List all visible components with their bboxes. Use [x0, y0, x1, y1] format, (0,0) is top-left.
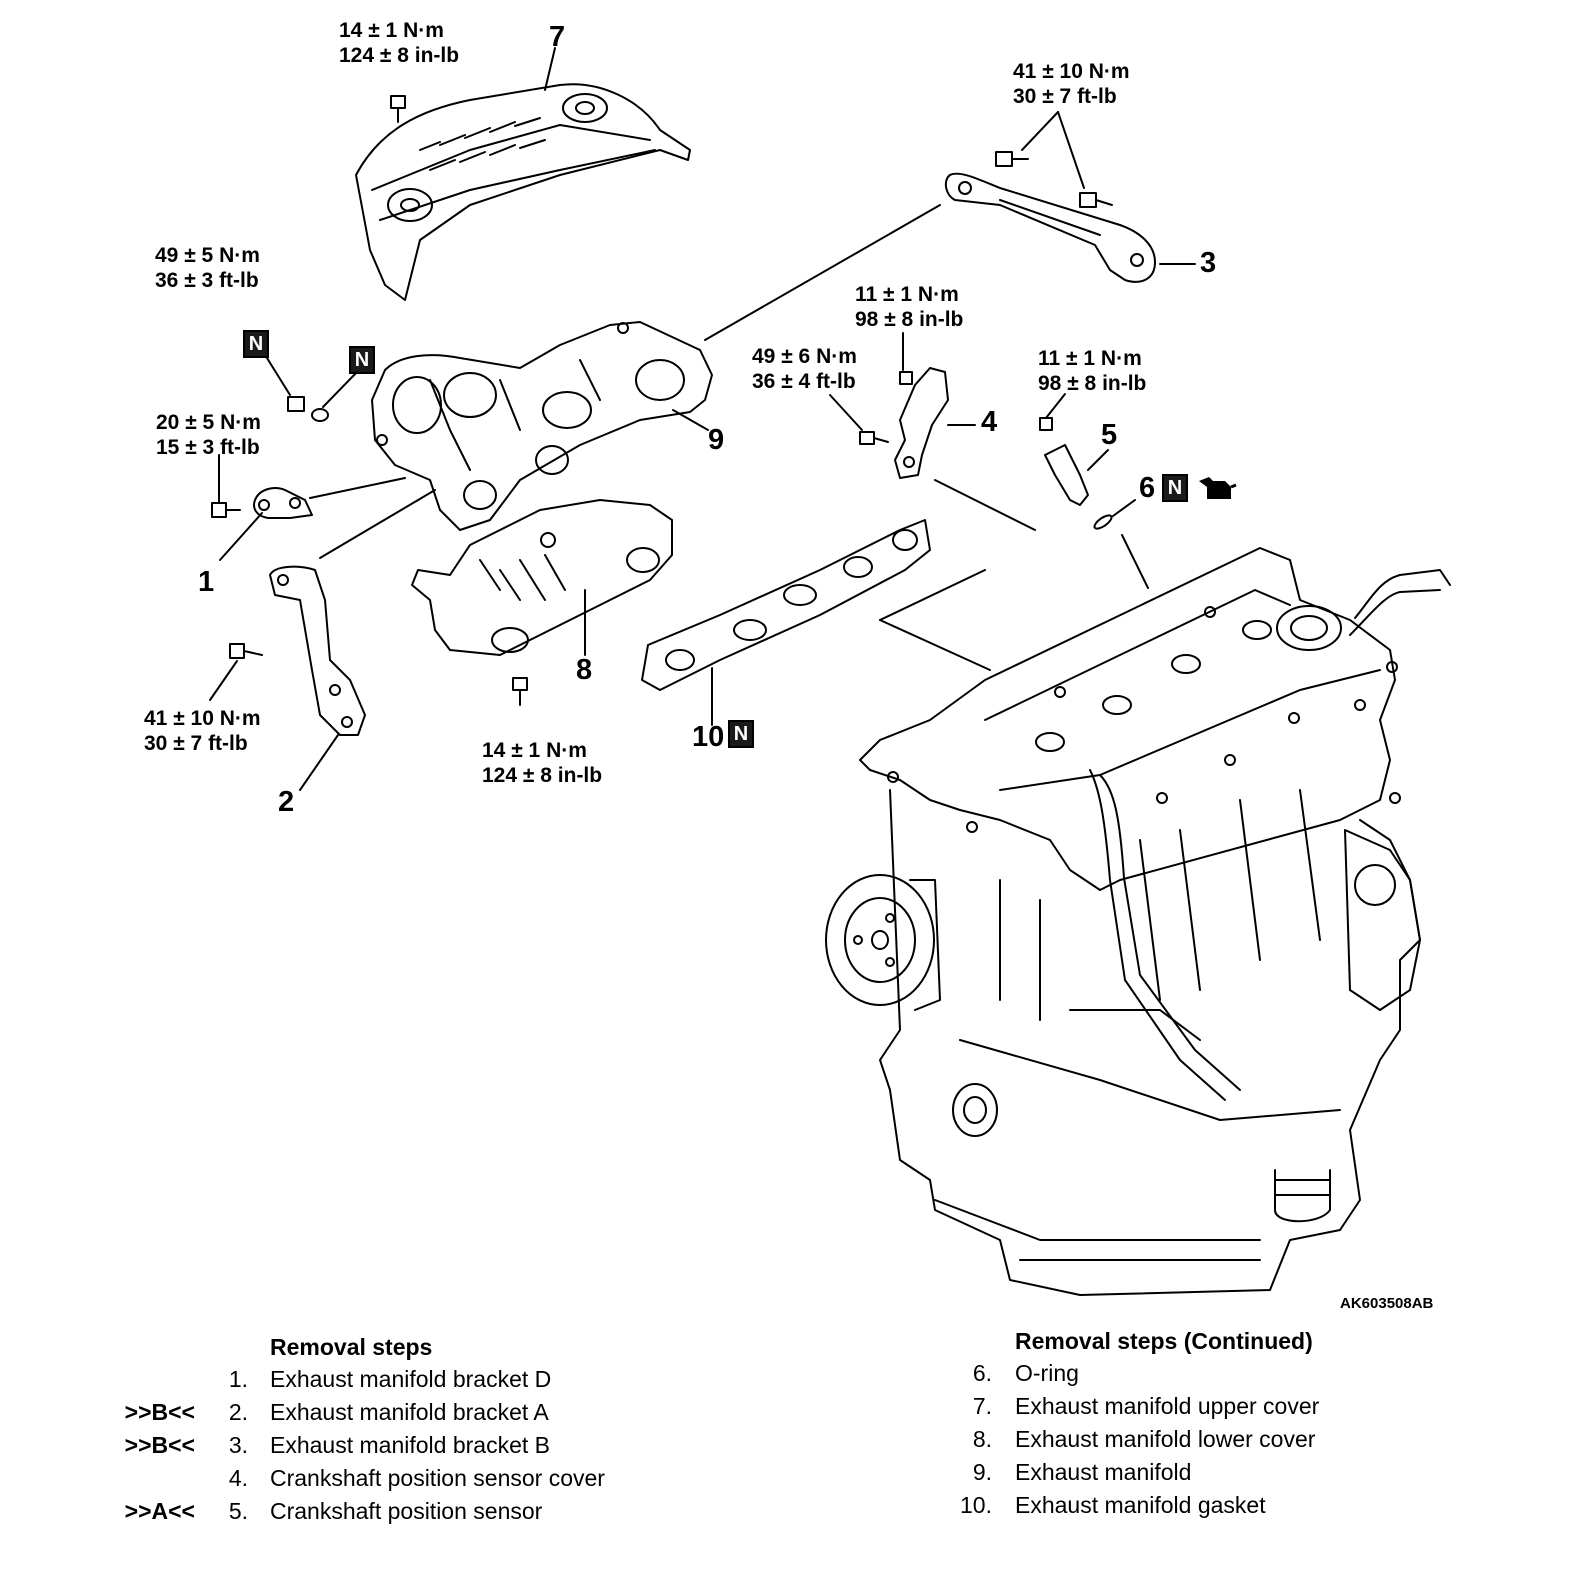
torque-label-sensor-cover-lower: 49 ± 6 N·m 36 ± 4 ft-lb: [752, 344, 857, 394]
exhaust-manifold-gasket: [641, 519, 931, 691]
step-label: Exhaust manifold bracket B: [270, 1432, 550, 1458]
removal-step: 1. Exhaust manifold bracket D: [0, 1363, 700, 1396]
nut-n: [287, 396, 329, 422]
crankshaft-position-sensor-cover: [894, 367, 949, 479]
torque-metric: 41 ± 10 N·m: [144, 707, 261, 730]
torque-label-upper-cover: 14 ± 1 N·m 124 ± 8 in-lb: [339, 18, 459, 68]
step-label: Exhaust manifold lower cover: [1015, 1426, 1316, 1452]
bolt-lower-cover: [512, 677, 528, 706]
step-label: Exhaust manifold: [1015, 1459, 1192, 1485]
n-marker-badge: N: [728, 720, 754, 748]
torque-imperial: 36 ± 4 ft-lb: [752, 370, 856, 393]
exhaust-manifold-bracket-a: [269, 565, 366, 736]
bolt-bracket-a: [229, 643, 263, 659]
step-label: Exhaust manifold bracket D: [270, 1366, 552, 1392]
torque-label-nut-n: 49 ± 5 N·m 36 ± 3 ft-lb: [155, 243, 260, 293]
callout-10: 10: [692, 721, 725, 753]
torque-imperial: 15 ± 3 ft-lb: [156, 436, 260, 459]
removal-step: >>B<< 3. Exhaust manifold bracket B: [0, 1429, 700, 1462]
callout-3: 3: [1200, 247, 1217, 279]
bolt-bracket-d: [211, 502, 241, 518]
step-label: Crankshaft position sensor: [270, 1498, 543, 1524]
step-number: 2.: [228, 1399, 248, 1425]
callout-5: 5: [1101, 419, 1118, 451]
torque-label-bracket-b: 41 ± 10 N·m 30 ± 7 ft-lb: [1013, 59, 1130, 109]
removal-step: 9. Exhaust manifold: [0, 1456, 1584, 1489]
exhaust-manifold-bracket-d: [253, 487, 313, 519]
callout-1: 1: [198, 566, 215, 598]
exhaust-manifold-lower-cover: [411, 499, 673, 656]
step-label: O-ring: [1015, 1360, 1079, 1386]
removal-step: >>B<< 2. Exhaust manifold bracket A: [0, 1396, 700, 1429]
step-number: 8.: [972, 1426, 992, 1452]
torque-imperial: 124 ± 8 in-lb: [482, 764, 603, 787]
torque-metric: 14 ± 1 N·m: [482, 739, 587, 762]
torque-label-bracket-a: 41 ± 10 N·m 30 ± 7 ft-lb: [144, 706, 261, 756]
torque-metric: 20 ± 5 N·m: [156, 411, 261, 434]
n-marker-badge: N: [349, 346, 375, 374]
step-number: 9.: [972, 1459, 992, 1485]
callout-9: 9: [708, 424, 725, 456]
callout-4: 4: [981, 406, 998, 438]
callout-6: 6: [1139, 472, 1156, 504]
n-marker-badge: N: [1162, 474, 1188, 502]
oil-can-icon: [1199, 477, 1237, 499]
engine-assembly: [825, 547, 1451, 1296]
removal-step: 7. Exhaust manifold upper cover: [0, 1390, 1584, 1423]
torque-metric: 14 ± 1 N·m: [339, 19, 444, 42]
torque-metric: 49 ± 5 N·m: [155, 244, 260, 267]
exhaust-manifold: [371, 321, 713, 531]
figure-id: AK603508AB: [1340, 1295, 1434, 1312]
torque-label-sensor: 11 ± 1 N·m 98 ± 8 in-lb: [1038, 346, 1146, 396]
step-label: Exhaust manifold bracket A: [270, 1399, 549, 1425]
step-number: 10.: [960, 1492, 992, 1518]
exhaust-manifold-upper-cover: [355, 83, 691, 301]
bolt-upper-cover: [390, 95, 406, 123]
torque-imperial: 98 ± 8 in-lb: [1038, 372, 1147, 395]
torque-imperial: 98 ± 8 in-lb: [855, 308, 964, 331]
removal-step: 10. Exhaust manifold gasket: [0, 1489, 1584, 1522]
removal-steps-continued-title: Removal steps (Continued): [1015, 1328, 1313, 1354]
step-reference: >>B<<: [124, 1399, 195, 1425]
torque-metric: 41 ± 10 N·m: [1013, 60, 1130, 83]
callout-7: 7: [549, 21, 566, 53]
torque-metric: 11 ± 1 N·m: [1038, 347, 1142, 370]
step-number: 6.: [972, 1360, 992, 1386]
removal-step: 4. Crankshaft position sensor cover: [0, 1462, 700, 1495]
o-ring: [1093, 514, 1113, 530]
crankshaft-position-sensor: [1039, 417, 1089, 506]
step-number: 1.: [228, 1366, 248, 1392]
callout-2: 2: [278, 786, 295, 818]
torque-imperial: 124 ± 8 in-lb: [339, 44, 460, 67]
torque-imperial: 30 ± 7 ft-lb: [144, 732, 248, 755]
step-reference: >>B<<: [124, 1432, 195, 1458]
torque-imperial: 30 ± 7 ft-lb: [1013, 85, 1117, 108]
torque-label-lower-cover: 14 ± 1 N·m 124 ± 8 in-lb: [482, 738, 602, 788]
torque-label-bracket-d: 20 ± 5 N·m 15 ± 3 ft-lb: [156, 410, 261, 460]
torque-metric: 11 ± 1 N·m: [855, 283, 959, 306]
step-number: 7.: [972, 1393, 992, 1419]
step-label: Crankshaft position sensor cover: [270, 1465, 605, 1491]
removal-steps-title: Removal steps: [270, 1334, 433, 1360]
removal-step: 6. O-ring: [0, 1357, 1584, 1390]
torque-imperial: 36 ± 3 ft-lb: [155, 269, 259, 292]
step-reference: >>A<<: [124, 1498, 195, 1524]
bolts-sensor-cover: [859, 371, 913, 445]
step-number: 3.: [228, 1432, 248, 1458]
bolts-bracket-b: [995, 151, 1113, 208]
removal-step: 8. Exhaust manifold lower cover: [0, 1423, 1584, 1456]
exhaust-manifold-bracket-b: [944, 172, 1156, 283]
torque-metric: 49 ± 6 N·m: [752, 345, 857, 368]
removal-step: >>A<< 5. Crankshaft position sensor: [0, 1495, 700, 1528]
step-label: Exhaust manifold gasket: [1015, 1492, 1266, 1518]
step-number: 4.: [228, 1465, 248, 1491]
callout-8: 8: [576, 654, 593, 686]
step-number: 5.: [228, 1498, 248, 1524]
step-label: Exhaust manifold upper cover: [1015, 1393, 1320, 1419]
torque-label-sensor-cover-upper: 11 ± 1 N·m 98 ± 8 in-lb: [855, 282, 963, 332]
n-marker-badge: N: [243, 330, 269, 358]
